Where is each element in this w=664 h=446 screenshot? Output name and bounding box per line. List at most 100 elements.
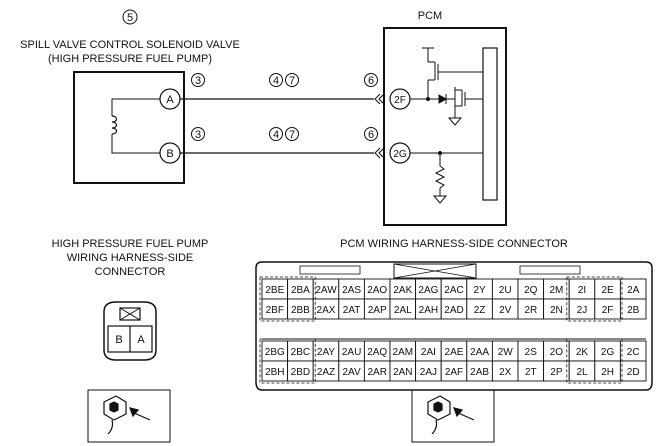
pcm-pin-2i: 2I <box>578 285 586 296</box>
pcm-pin-2h: 2H <box>601 367 614 378</box>
lock-tab <box>119 307 141 321</box>
pcm-connector-pins: 2BE 2BA 2AW 2AS 2AO 2AK 2AG 2AC 2Y 2U 2Q 2M 2I 2E 2A 2B… <box>259 276 647 384</box>
pin-group-outline <box>259 338 316 384</box>
pump-connector-housing <box>103 301 157 361</box>
solenoid-box <box>73 71 185 184</box>
pcm-pin-2an: 2AN <box>393 367 412 378</box>
ref-4-bottom: 4 <box>273 129 279 141</box>
pcm-pin-2au: 2AU <box>342 347 361 358</box>
solenoid-valve: 5 SPILL VALVE CONTROL SOLENOID VALVE (HI… <box>20 9 240 184</box>
pump-connector: HIGH PRESSURE FUEL PUMP WIRING HARNESS-S… <box>52 238 208 443</box>
ref-7-bottom: 7 <box>289 129 295 141</box>
pcm-pin-2aw: 2AW <box>315 285 337 296</box>
connector-chevron-icon <box>374 93 385 105</box>
pcm-pin-2am: 2AM <box>393 347 414 358</box>
pcm-pin-2t: 2T <box>525 367 537 378</box>
pcm-connector: PCM WIRING HARNESS-SIDE CONNECTOR 2BE 2BA… <box>255 238 653 443</box>
coil-icon <box>111 115 118 135</box>
pcm-pin-2a: 2A <box>627 285 640 296</box>
terminal-2g-label: 2G <box>393 149 407 160</box>
pcm-pin-2as: 2AS <box>342 285 361 296</box>
pcm-pin-2u: 2U <box>499 285 512 296</box>
pcm-pin-2g: 2G <box>601 347 615 358</box>
pcm-pin-2p: 2P <box>550 367 563 378</box>
ref-6-bottom: 6 <box>368 129 374 141</box>
terminal-a-label: A <box>166 94 174 106</box>
pcm-pin-2ae: 2AE <box>445 347 464 358</box>
pcm-pin-2x: 2X <box>499 367 512 378</box>
pcm-pin-2ai: 2AI <box>421 347 436 358</box>
connector-chevron-icon <box>374 147 385 159</box>
pcm-pin-2y: 2Y <box>473 285 486 296</box>
pcm-box <box>383 27 507 226</box>
pcm-pin-2al: 2AL <box>394 305 412 316</box>
ground-icon <box>432 195 448 204</box>
pcm-pin-2bh: 2BH <box>265 367 284 378</box>
insertion-view-box <box>87 389 171 443</box>
pcm-connector-title: PCM WIRING HARNESS-SIDE CONNECTOR <box>340 238 568 250</box>
pump-connector-title-line3: CONNECTOR <box>95 266 166 278</box>
pcm-pin-2m: 2M <box>549 285 563 296</box>
pin-group-outline <box>566 338 623 384</box>
pcm-pin-2ay: 2AY <box>317 347 335 358</box>
ref-3-bottom: 3 <box>195 129 201 141</box>
pcm-pin-2ba: 2BA <box>291 285 310 296</box>
pcm-pin-2d: 2D <box>627 367 640 378</box>
pcm-pin-2j: 2J <box>577 305 588 316</box>
pcm-pin-2aj: 2AJ <box>420 367 437 378</box>
terminal-2f-label: 2F <box>394 95 406 106</box>
pcm-pin-2aq: 2AQ <box>367 347 387 358</box>
component-title-line1: SPILL VALVE CONTROL SOLENOID VALVE <box>20 39 240 51</box>
pump-connector-title-line2: WIRING HARNESS-SIDE <box>67 252 194 264</box>
pcm-pin-2az: 2AZ <box>317 367 335 378</box>
pcm-pin-2ap: 2AP <box>368 305 387 316</box>
pcm-pin-2ah: 2AH <box>419 305 438 316</box>
pcm-pin-2bf: 2BF <box>266 305 284 316</box>
pcm-pin-2n: 2N <box>550 305 563 316</box>
pcm-pin-2bb: 2BB <box>291 305 310 316</box>
pcm-pin-2s: 2S <box>525 347 538 358</box>
pcm-pin-2ag: 2AG <box>418 285 438 296</box>
pcm-pin-cell <box>619 360 647 382</box>
pcm-title: PCM <box>418 10 442 22</box>
pcm-pin-2l: 2L <box>576 367 588 378</box>
pcm-pin-cell <box>619 298 647 320</box>
ref-3-top: 3 <box>195 75 201 87</box>
pcm-pin-2q: 2Q <box>524 285 538 296</box>
pcm-pin-2bc: 2BC <box>291 347 310 358</box>
pcm-pin-2w: 2W <box>498 347 514 358</box>
insertion-view-box <box>411 389 495 443</box>
pin-group-outline <box>566 276 623 322</box>
pcm-pin-2e: 2E <box>601 285 614 296</box>
pcm-pin-2ac: 2AC <box>444 285 463 296</box>
pcm-pin-2v: 2V <box>499 305 512 316</box>
ref-6-top: 6 <box>368 75 374 87</box>
pcm-pin-2ad: 2AD <box>444 305 463 316</box>
transistor-icon <box>422 47 483 99</box>
pcm-pin-2bd: 2BD <box>291 367 310 378</box>
pcm-logic-block <box>482 47 498 201</box>
pcm-pin-2ao: 2AO <box>367 285 387 296</box>
ref-circle-5 <box>122 9 138 25</box>
pcm-block: PCM 2F 2G <box>383 10 507 226</box>
pcm-pin-2at: 2AT <box>343 305 361 316</box>
pcm-pin-2aa: 2AA <box>470 347 489 358</box>
ref-5: 5 <box>127 12 133 24</box>
pump-pin-a: A <box>137 334 145 346</box>
pcm-pin-2b: 2B <box>627 305 640 316</box>
pcm-pin-2bg: 2BG <box>265 347 285 358</box>
pcm-pin-2ax: 2AX <box>317 305 336 316</box>
pcm-pin-2af: 2AF <box>445 367 463 378</box>
pcm-pin-2r: 2R <box>524 305 537 316</box>
pcm-pin-2o: 2O <box>550 347 564 358</box>
ref-4-top: 4 <box>273 75 279 87</box>
terminal-b-label: B <box>166 148 173 160</box>
diode-icon <box>428 87 456 112</box>
pump-pin-b: B <box>115 334 122 346</box>
pcm-pin-2ak: 2AK <box>393 285 412 296</box>
pcm-pin-2f: 2F <box>602 305 614 316</box>
pcm-pin-2be: 2BE <box>265 285 284 296</box>
pcm-connector-housing <box>255 261 653 391</box>
connector-insert-icon <box>103 395 151 435</box>
